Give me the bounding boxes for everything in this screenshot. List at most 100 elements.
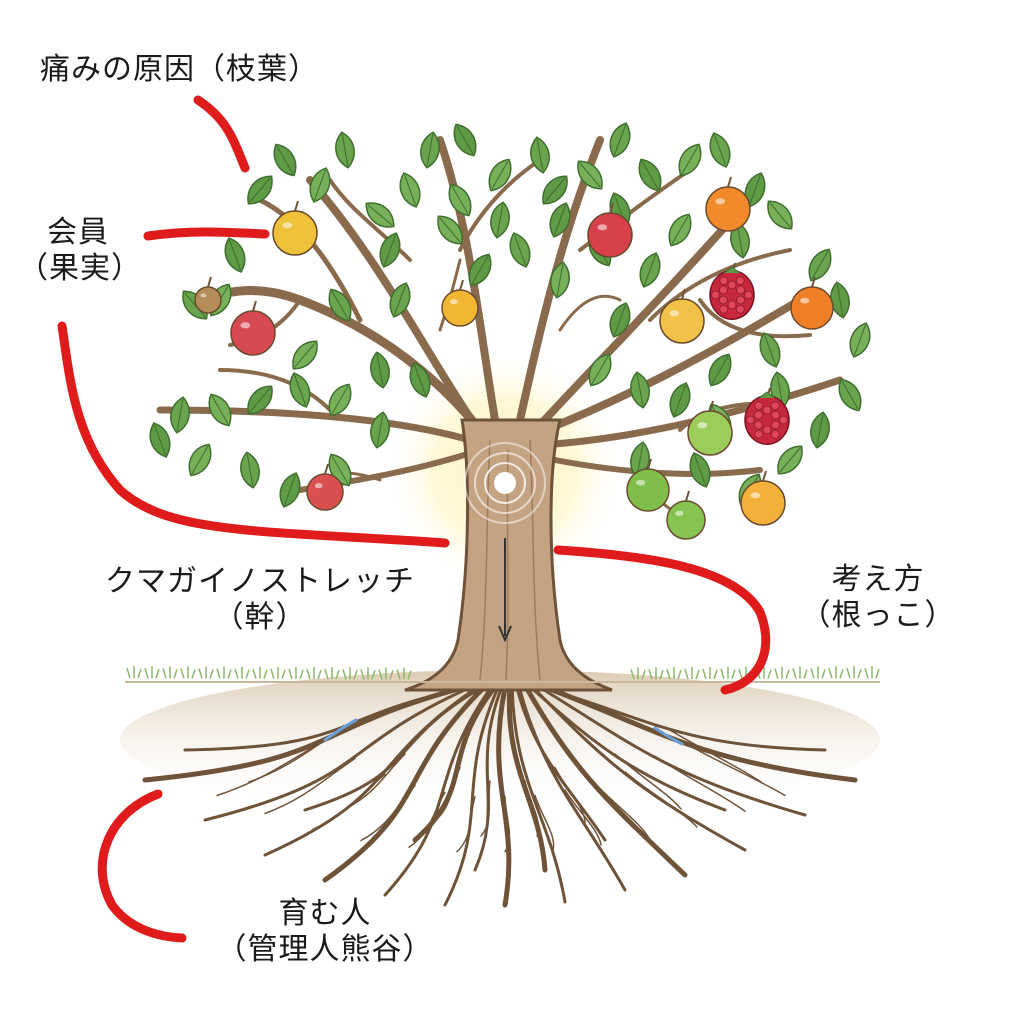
leaf [730, 221, 750, 259]
label-trunk: クマガイノストレッチ （幹） [80, 564, 440, 636]
rootlet [432, 766, 461, 824]
branch [536, 376, 844, 449]
rootlet [554, 766, 586, 824]
root [524, 685, 688, 878]
connector-grower [97, 789, 187, 943]
trunk [404, 418, 613, 692]
trunk-core-rings [464, 442, 546, 524]
grass-tuft [252, 666, 268, 680]
grass-tuft [360, 667, 376, 680]
grass-tuft [270, 666, 286, 680]
leaf [224, 237, 246, 273]
rootlet [456, 796, 476, 853]
grass-tuft [126, 666, 142, 679]
leaf [279, 472, 301, 508]
grass-tuft [864, 666, 880, 679]
label-fruit-line1: 会員 [47, 215, 109, 250]
leaf [335, 131, 355, 169]
grass-tuft [144, 666, 160, 679]
apple-fruit [666, 490, 706, 540]
grass [125, 666, 880, 683]
leaf [709, 132, 731, 168]
root [529, 686, 727, 812]
rootlet [524, 780, 540, 837]
leaf [328, 288, 352, 322]
label-grower-line2: （管理人熊谷） [216, 932, 434, 967]
branch [458, 158, 542, 252]
leaf [549, 202, 571, 238]
root [183, 686, 469, 752]
label-fruit: 会員 （果実） [18, 215, 141, 287]
water-mark [323, 718, 684, 746]
grass-tuft [198, 666, 214, 679]
grass-tuft [306, 667, 322, 680]
connector-branches [193, 95, 250, 173]
apple-fruit [441, 279, 479, 327]
branch [536, 206, 744, 429]
root [517, 686, 627, 892]
grass-tuft [288, 666, 304, 680]
label-roots: 考え方 （根っこ） [798, 562, 958, 634]
apple-fruit [705, 176, 751, 232]
leaf [838, 378, 862, 412]
apple-fruit [587, 202, 633, 258]
branch [558, 294, 622, 332]
label-roots-line1: 考え方 [831, 562, 925, 597]
apple-fruit [626, 458, 670, 512]
leaf [240, 451, 260, 489]
leaf [490, 201, 510, 239]
leaf [830, 281, 850, 319]
grass-tuft [630, 667, 646, 680]
leaf [767, 200, 793, 230]
grass-tuft [180, 666, 196, 679]
grass-tuft [342, 667, 358, 680]
grass-tuft [324, 667, 340, 680]
leaf [639, 252, 661, 288]
connector-lines [57, 95, 771, 943]
leaf [247, 385, 273, 415]
leaf [638, 158, 662, 192]
rootlet [534, 794, 555, 852]
apple-fruit [790, 276, 834, 330]
leaf [247, 175, 273, 205]
leaf [289, 372, 311, 408]
grass-tuft [396, 667, 412, 680]
branch [195, 286, 485, 435]
apple-fruit [659, 288, 705, 344]
root [303, 686, 483, 812]
leaf [309, 167, 331, 203]
leaf [399, 172, 421, 208]
leaf [609, 302, 631, 338]
branch [328, 178, 412, 262]
apple-fruit [740, 470, 786, 526]
apple-fruit [687, 400, 733, 456]
rootlet [654, 755, 746, 812]
leaf [509, 232, 531, 268]
leaf [437, 215, 463, 245]
grass-tuft [846, 666, 862, 679]
leaf [188, 443, 212, 477]
fruits [194, 176, 834, 540]
root [515, 686, 607, 842]
leaf [389, 282, 411, 318]
grass-tuft [702, 666, 718, 680]
grass-tuft [828, 666, 844, 679]
leaf [370, 411, 390, 449]
label-grower-line1: 育む人 [278, 896, 372, 931]
root [443, 686, 500, 907]
rootlet [264, 757, 356, 815]
leaf [468, 253, 492, 287]
root [383, 686, 493, 897]
leaf [550, 261, 570, 299]
leaf [273, 143, 297, 177]
leaf [379, 232, 401, 268]
root [142, 685, 465, 783]
leaf [630, 371, 650, 409]
roots [142, 685, 858, 908]
rootlet [504, 796, 511, 853]
leaf [588, 353, 612, 387]
grass-tuft [162, 666, 178, 679]
leaf [808, 248, 832, 282]
root [496, 685, 512, 908]
